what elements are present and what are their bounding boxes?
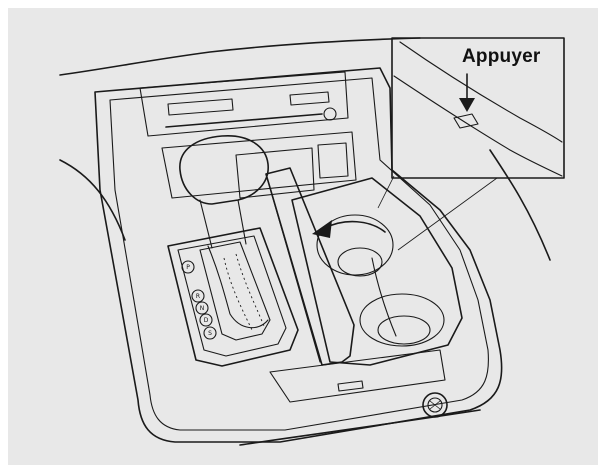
callout-leader-left [377, 175, 395, 209]
gear-label-n: N [200, 305, 205, 312]
gear-s-circle [203, 326, 217, 340]
stereo-knob [323, 107, 337, 121]
right-seat-edge [489, 149, 551, 261]
gear-p-circle [181, 260, 195, 274]
console-inner-rim [109, 77, 489, 431]
power-outlet-cross [429, 400, 441, 410]
stereo-panel [139, 71, 349, 137]
cup-well-front-inner [377, 315, 431, 345]
divider-hinge [371, 257, 397, 337]
upper-compartment [161, 131, 357, 199]
stereo-button-right [289, 91, 330, 106]
callout-button [453, 113, 479, 129]
callout-box [391, 37, 565, 179]
left-seat-edge [59, 159, 126, 241]
shift-gate-slot [199, 241, 271, 341]
armrest-edge [239, 409, 481, 446]
shift-boot-fold [207, 245, 269, 329]
power-outlet-cap [422, 392, 448, 418]
lower-slot [337, 380, 364, 392]
compartment-opening [235, 147, 315, 199]
cup-well-rear [316, 214, 394, 276]
callout-leader-right [397, 177, 498, 251]
gate-guide-line-left [223, 257, 253, 331]
gear-label-d: D [204, 317, 209, 324]
lower-panel [269, 349, 446, 403]
press-arrow-head [459, 98, 475, 112]
gear-label-s: S [208, 330, 212, 337]
callout-divider-edge [399, 41, 563, 143]
gear-label-r: R [196, 293, 200, 300]
shift-gate-plate [167, 227, 299, 367]
gear-d-circle [199, 313, 213, 327]
gear-label-p: P [186, 264, 190, 271]
gear-r-circle [191, 289, 205, 303]
callout-divider-edge-lower [393, 75, 563, 177]
gate-guide-line-right [235, 253, 265, 327]
shift-stem [199, 199, 247, 249]
dashboard-edge [59, 37, 421, 76]
cup-well-front [359, 293, 445, 347]
power-outlet-inner [427, 397, 443, 413]
press-label: Appuyer [462, 46, 541, 67]
gear-indicator: P R N D S [181, 260, 217, 340]
shift-knob [179, 135, 269, 205]
gear-n-circle [195, 301, 209, 315]
background-panel [8, 8, 598, 465]
console-outline [94, 67, 503, 443]
shift-gate-inner [177, 235, 287, 357]
compartment-switch [317, 142, 349, 179]
divider-edge [265, 173, 321, 363]
cup-well-rear-inner [337, 247, 383, 277]
rotate-arrow-head [312, 220, 332, 238]
stereo-button-left [167, 98, 234, 116]
cd-slot [165, 113, 323, 128]
